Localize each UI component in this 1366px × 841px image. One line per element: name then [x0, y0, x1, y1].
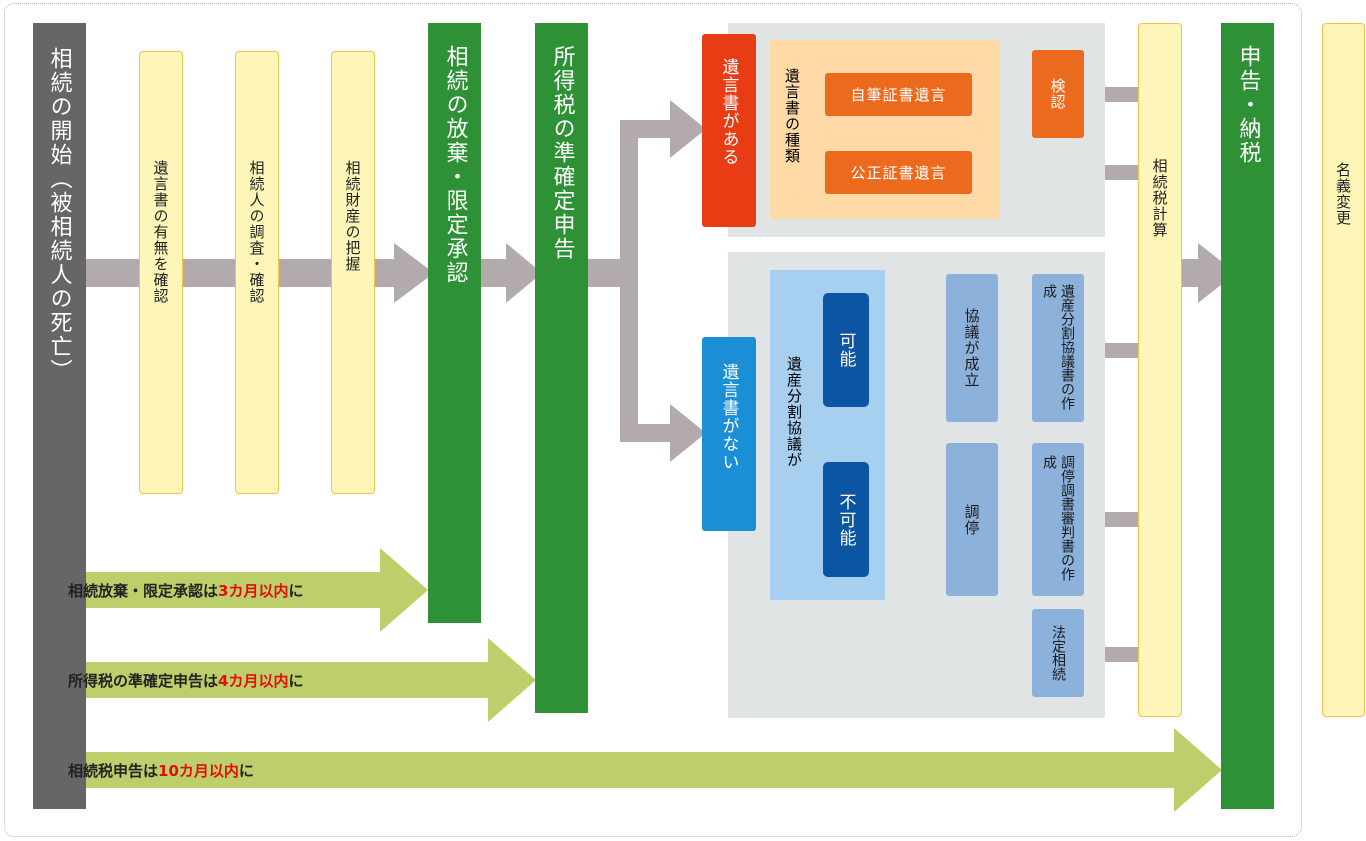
agreement-label: 協議が成立 [962, 308, 981, 388]
holograph-will-box: 自筆証書遺言 [825, 73, 972, 116]
income-tax-column: 所得税の準確定申告 [535, 23, 588, 713]
deadline-renounce: 相続放棄・限定承認は3カ月以内に [68, 582, 304, 600]
diagram-frame [4, 3, 1302, 837]
deadline-inheritance-tax: 相続税申告は10カ月以内に [68, 762, 254, 780]
division-doc-label: 遺産分割協議書の作成 [1041, 284, 1075, 410]
heir-survey-label: 相続人の調査・確認 [247, 160, 266, 304]
asset-grasp-box: 相続財産の把握 [331, 51, 375, 494]
impossible-box: 不可能 [823, 462, 869, 577]
name-change-box: 名義変更 [1322, 23, 1365, 717]
asset-grasp-label: 相続財産の把握 [343, 160, 362, 272]
will-exists-label: 遺言書がある [718, 58, 739, 166]
no-will-box: 遺言書がない [702, 337, 756, 531]
probate-box: 検認 [1032, 50, 1084, 138]
impossible-label: 不可能 [835, 492, 856, 547]
mediation-label: 調停 [962, 503, 981, 536]
mediation-doc-label: 調停調書審判書の作成 [1041, 454, 1075, 581]
notarial-will-label: 公正証書遺言 [850, 164, 947, 182]
renounce-column: 相続の放棄・限定承認 [428, 23, 481, 623]
renounce-label: 相続の放棄・限定承認 [442, 45, 468, 285]
check-will-label: 遺言書の有無を確認 [151, 160, 170, 304]
notarial-will-box: 公正証書遺言 [825, 151, 972, 194]
division-talk-label: 遺産分割協議が [785, 356, 803, 468]
mediation-doc-box: 調停調書審判書の作成 [1032, 443, 1084, 596]
mediation-box: 調停 [946, 443, 998, 596]
heir-survey-box: 相続人の調査・確認 [235, 51, 279, 494]
check-will-box: 遺言書の有無を確認 [139, 51, 183, 494]
start-column: 相続の開始（被相続人の死亡） [33, 23, 86, 809]
start-label: 相続の開始（被相続人の死亡） [46, 47, 72, 383]
possible-box: 可能 [823, 293, 869, 407]
agreement-box: 協議が成立 [946, 274, 998, 422]
no-will-label: 遺言書がない [718, 363, 739, 471]
filing-column: 申告・納税 [1221, 23, 1274, 809]
filing-label: 申告・納税 [1235, 45, 1261, 165]
statutory-label: 法定相続 [1050, 625, 1066, 681]
tax-calc-box: 相続税計算 [1138, 23, 1182, 717]
probate-label: 検認 [1048, 78, 1067, 110]
will-types-label: 遺言書の種類 [783, 68, 801, 164]
holograph-will-label: 自筆証書遺言 [850, 86, 947, 104]
name-change-label: 名義変更 [1334, 162, 1352, 226]
division-doc-box: 遺産分割協議書の作成 [1032, 274, 1084, 422]
deadline-income-tax: 所得税の準確定申告は4カ月以内に [68, 672, 304, 690]
tax-calc-label: 相続税計算 [1150, 158, 1169, 238]
statutory-box: 法定相続 [1032, 609, 1084, 697]
possible-label: 可能 [835, 332, 856, 368]
will-exists-box: 遺言書がある [702, 34, 756, 227]
income-tax-label: 所得税の準確定申告 [549, 45, 575, 261]
